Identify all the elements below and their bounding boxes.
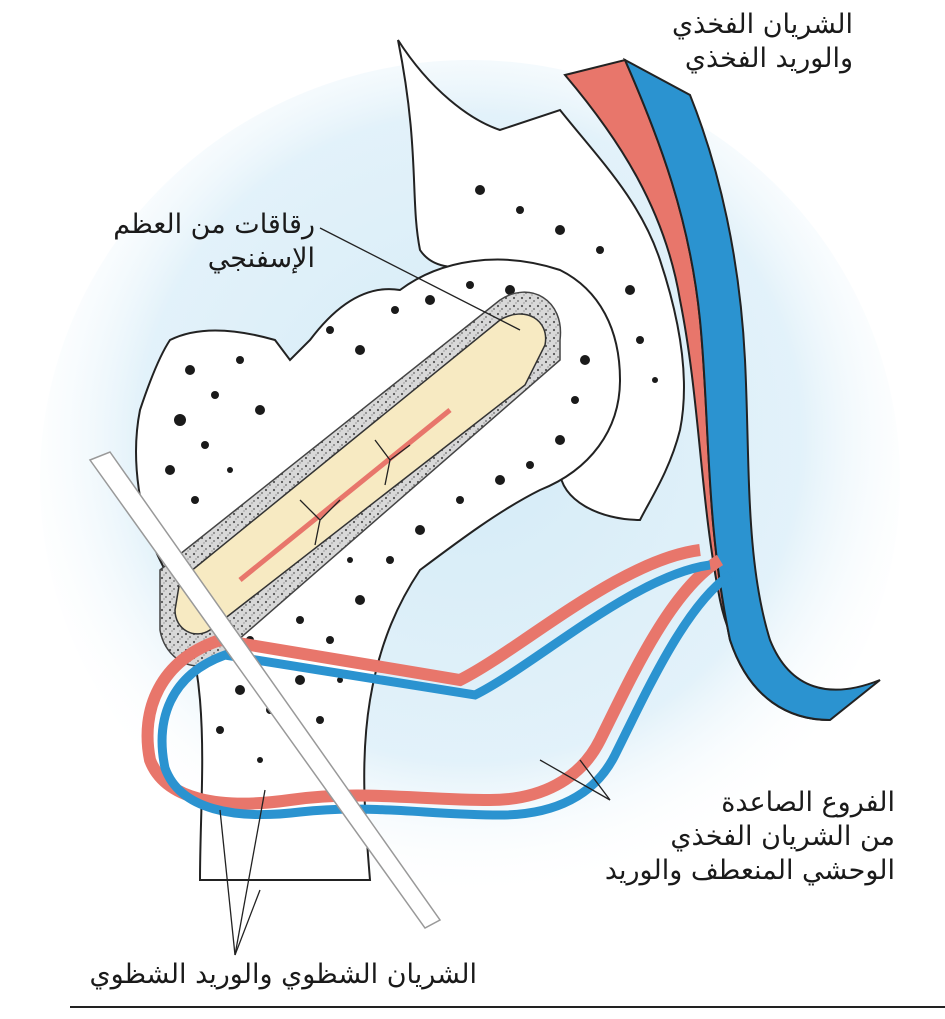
label-cancellous-grafts: رقاقات من العظم الإسفنجي bbox=[113, 208, 315, 276]
femoral-vein bbox=[622, 57, 881, 722]
label-line: رقاقات من العظم bbox=[113, 209, 315, 240]
label-line: الشريان الفخذي bbox=[672, 9, 853, 40]
label-line: الفروع الصاعدة bbox=[721, 787, 895, 818]
leader-lines bbox=[219, 227, 611, 956]
label-peroneal-artery-vein: الشريان الشظوي والوريد الشظوي bbox=[89, 958, 477, 992]
cancellous-spots bbox=[165, 185, 658, 763]
graft-branches bbox=[299, 439, 411, 546]
label-line: الوحشي المنعطف والوريد bbox=[604, 855, 895, 886]
bone-graft bbox=[174, 313, 547, 635]
label-line: من الشريان الفخذي bbox=[670, 821, 895, 852]
footer-rule bbox=[70, 1006, 945, 1008]
guide-wire bbox=[88, 451, 442, 929]
label-line: الإسفنجي bbox=[207, 243, 315, 274]
label-femoral-artery-vein: الشريان الفخذي والوريد الفخذي bbox=[672, 8, 853, 76]
descending-artery bbox=[141, 544, 724, 810]
descending-vein bbox=[157, 560, 733, 820]
label-line: والوريد الفخذي bbox=[684, 43, 853, 74]
label-line: الشريان الشظوي والوريد الشظوي bbox=[89, 959, 477, 990]
graft-vessel bbox=[238, 408, 452, 582]
label-ascending-branches: الفروع الصاعدة من الشريان الفخذي الوحشي … bbox=[605, 786, 895, 888]
